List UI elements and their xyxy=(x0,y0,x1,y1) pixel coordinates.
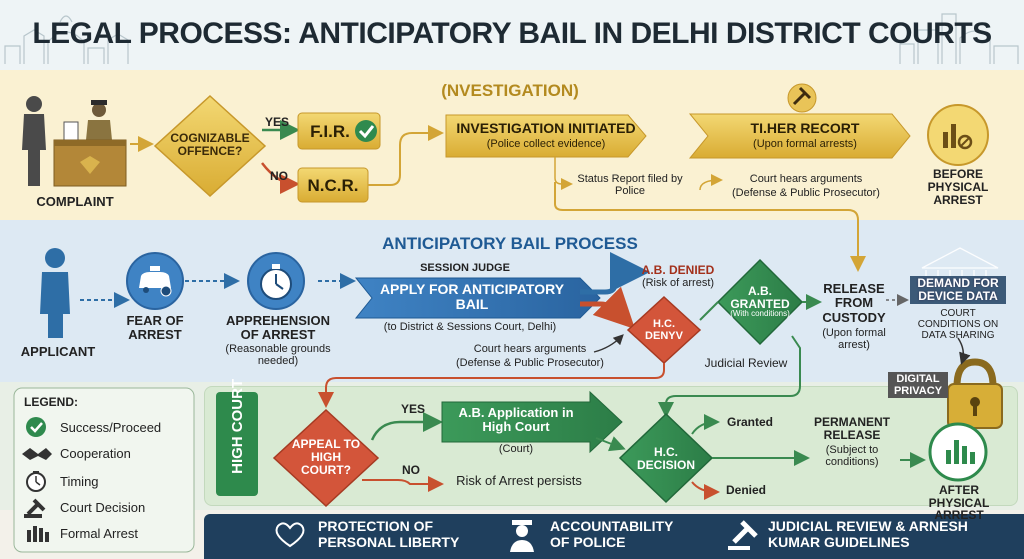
liberty-heart-icon xyxy=(275,522,305,548)
legend-success-icon xyxy=(26,417,46,437)
legend-item-success: Success/Proceed xyxy=(60,420,162,435)
legend-item-court-decision: Court Decision xyxy=(60,500,146,515)
ab-denied-sub: (Risk of arrest) xyxy=(641,277,715,289)
applicant-icon xyxy=(40,248,70,338)
before-arrest-label: BEFORE PHYSICAL ARREST xyxy=(927,167,989,208)
court-hears-sub-mid: (Defense & Public Prosecutor) xyxy=(456,357,604,369)
demand-label: DEMAND FOR DEVICE DATA xyxy=(910,276,1006,305)
hc-granted-label: Granted xyxy=(726,415,773,429)
skyline-right-icon xyxy=(899,13,1019,64)
footer-accountability: ACCOUNTABILITY OF POLICE xyxy=(550,518,674,550)
record-sub: (Upon formal arrests) xyxy=(753,138,857,150)
appeal-yes-label: YES xyxy=(400,402,425,416)
page-title: LEGAL PROCESS: ANTICIPATORY BAIL IN DELH… xyxy=(32,17,992,50)
padlock-icon xyxy=(947,358,1003,429)
permanent-release-label: PERMANENT RELEASE xyxy=(813,415,890,443)
record-title: TI.HER RECORT xyxy=(750,120,860,136)
session-judge-label: SESSION JUDGE xyxy=(420,262,510,274)
legend-item-timing: Timing xyxy=(60,474,99,489)
legend-box xyxy=(13,387,195,553)
court-hears-label-mid: Court hears arguments xyxy=(473,343,587,355)
ab-granted-label: A.B. GRANTED xyxy=(730,284,790,311)
check-icon xyxy=(355,120,377,142)
title-band xyxy=(0,0,1024,70)
investigation-initiated-title: INVESTIGATION INITIATED xyxy=(456,120,636,136)
apply-title: APPLY FOR ANTICIPATORY BAIL xyxy=(379,281,565,313)
fir-box xyxy=(297,112,381,150)
ab-granted-diamond xyxy=(716,258,804,346)
digital-privacy-label: DIGITAL PRIVACY xyxy=(888,372,948,399)
yes-label: YES xyxy=(264,115,289,129)
permanent-release-sub: (Subject to conditions) xyxy=(825,444,879,469)
hc-application-sub: (Court) xyxy=(498,443,534,455)
hc-application-title: A.B. Application in High Court xyxy=(458,405,574,435)
complaint-label: COMPLAINT xyxy=(36,194,114,209)
high-court-side-label-box xyxy=(216,392,258,496)
record-banner xyxy=(688,113,911,159)
cognizable-offence-diamond xyxy=(153,94,267,198)
hc-decision-diamond xyxy=(618,412,714,504)
legend-gavel-icon xyxy=(26,498,46,516)
release-sub: (Upon formal arrest) xyxy=(822,327,886,351)
court-hears-sub-top: (Defense & Public Prosecutor) xyxy=(732,187,880,199)
footer-bar xyxy=(204,514,1024,559)
fir-label: F.I.R. xyxy=(310,122,350,141)
skyline-left-icon xyxy=(4,15,129,64)
legend-item-formal-arrest: Formal Arrest xyxy=(60,526,139,541)
fear-of-arrest-label: FEAR OF ARREST xyxy=(126,313,184,343)
appeal-diamond xyxy=(272,408,380,508)
footer-judicial-review: JUDICIAL REVIEW & ARNESH KUMAR GUIDELINE… xyxy=(768,518,968,550)
legend-handshake-icon xyxy=(22,448,52,460)
legend-item-cooperation: Cooperation xyxy=(60,446,131,461)
court-hears-label-top: Court hears arguments xyxy=(749,173,863,185)
hc-application-arrow xyxy=(441,390,623,454)
no-label: NO xyxy=(270,169,288,183)
hc-denied-label: Denied xyxy=(725,483,766,497)
anticipatory-heading: ANTICIPATORY BAIL PROCESS xyxy=(382,234,638,253)
apply-banner xyxy=(354,277,601,319)
police-officer-icon xyxy=(510,520,534,552)
cognizable-offence-label: COGNIZABLE OFFENCE? xyxy=(170,131,250,158)
appeal-label: APPEAL TO HIGH COURT? xyxy=(291,437,361,478)
appeal-no-label: NO xyxy=(402,463,420,477)
hc-decision-label: H.C. DECISION xyxy=(636,445,695,473)
footer-liberty: PROTECTION OF PERSONAL LIBERTY xyxy=(318,518,460,550)
investigation-initiated-sub: (Police collect evidence) xyxy=(486,138,606,150)
judicial-review-label: Judicial Review xyxy=(704,356,788,370)
judicial-gavel-icon xyxy=(728,520,758,550)
investigation-initiated-banner xyxy=(445,114,647,158)
risk-persists-label: Risk of Arrest persists xyxy=(456,473,582,488)
ab-granted-sub: (With conditions) xyxy=(730,309,790,318)
legend-title: LEGEND: xyxy=(24,395,78,409)
high-court-side-label: HIGH COURT xyxy=(229,378,247,474)
before-arrest-icon xyxy=(927,104,989,166)
apprehension-sub: (Reasonable grounds needed) xyxy=(225,343,331,367)
complaint-icon xyxy=(22,96,127,187)
investigation-heading: (NVESTIGATION) xyxy=(441,81,579,100)
release-label: RELEASE FROM CUSTODY xyxy=(822,281,886,325)
demand-sub: COURT CONDITIONS ON DATA SHARING xyxy=(917,308,999,341)
apply-sub: (to District & Sessions Court, Delhi) xyxy=(383,321,557,333)
after-arrest-label: AFTER PHYSICAL ARREST xyxy=(928,483,990,523)
hc-deny-label: H.C. DENYV xyxy=(645,318,683,343)
applicant-label: APPLICANT xyxy=(20,344,96,359)
legend-formal-arrest-icon xyxy=(27,526,49,542)
status-report-label: Status Report filed by Police xyxy=(577,173,683,197)
ab-denied-label: A.B. DENIED xyxy=(641,263,715,277)
apprehension-label: APPREHENSION OF ARREST xyxy=(225,313,331,343)
ncr-label: N.C.R. xyxy=(307,176,359,195)
